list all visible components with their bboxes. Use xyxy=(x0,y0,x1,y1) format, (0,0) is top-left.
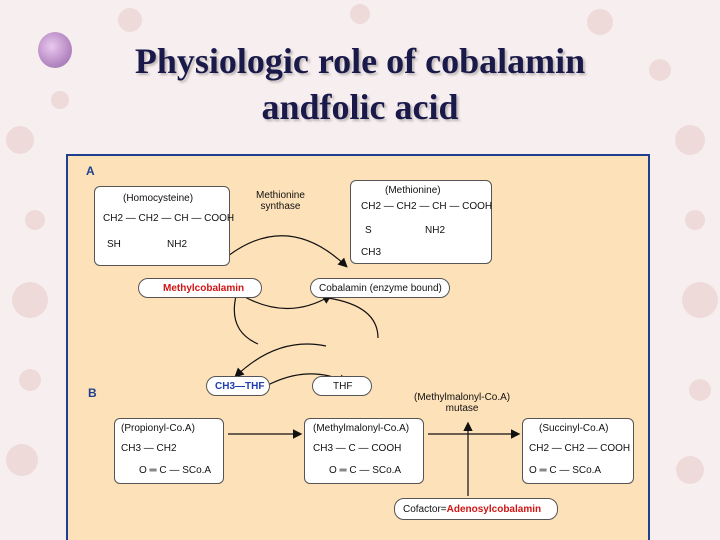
cofactor-label: Cofactor=Adenosylcobalamin xyxy=(403,504,541,515)
decorative-orb-icon xyxy=(38,32,72,68)
methylcobalamin-box: Methylcobalamin xyxy=(138,278,262,298)
methionine-row1: CH2 — CH2 — CH — COOH xyxy=(361,201,493,212)
homocysteine-row2-left: SH xyxy=(107,239,121,250)
diagram-figure: A B (Homocysteine) CH2 — CH2 — CH — COOH… xyxy=(66,154,650,540)
cofactor-box: Cofactor=Adenosylcobalamin xyxy=(394,498,558,520)
thf-label: THF xyxy=(333,381,353,392)
arrow-homocysteine-to-methionine xyxy=(227,235,348,268)
homocysteine-box: (Homocysteine) CH2 — CH2 — CH — COOH SH … xyxy=(94,186,234,266)
methionine-row3: CH3 xyxy=(361,247,382,258)
homocysteine-row2-right: NH2 xyxy=(167,239,188,250)
homocysteine-name: (Homocysteine) xyxy=(123,193,194,204)
methionine-row2-right: NH2 xyxy=(425,225,446,236)
mutase-label: (Methylmalonyl-Co.A) mutase xyxy=(414,392,511,414)
homocysteine-row1: CH2 — CH2 — CH — COOH xyxy=(103,213,235,224)
methionine-synthase-label: Methionine synthase xyxy=(256,190,305,212)
ch3-thf-box: CH3—THF xyxy=(206,376,270,396)
propionyl-row1: CH3 — CH2 xyxy=(121,443,177,454)
arrow-methylcobalamin-down xyxy=(233,295,259,345)
succinyl-name: (Succinyl-Co.A) xyxy=(539,423,609,434)
propionyl-row2: O ═ C — SCo.A xyxy=(139,465,212,476)
slide-title-line1: Physiologic role of cobalamin xyxy=(134,41,586,81)
methionine-box: (Methionine) CH2 — CH2 — CH — COOH S NH2… xyxy=(350,180,492,264)
section-a-label: A xyxy=(86,164,95,178)
succinyl-box: (Succinyl-Co.A) CH2 — CH2 — COOH O ═ C —… xyxy=(522,418,634,484)
succinyl-row2: O ═ C — SCo.A xyxy=(529,465,602,476)
diagram-arrows xyxy=(227,235,521,496)
section-b-label: B xyxy=(88,386,97,400)
ch3-thf-label: CH3—THF xyxy=(215,381,265,392)
methionine-name: (Methionine) xyxy=(385,185,441,196)
cobalamin-enzyme-label: Cobalamin (enzyme bound) xyxy=(319,283,442,294)
succinyl-row1: CH2 — CH2 — COOH xyxy=(529,443,631,454)
cobalamin-enzyme-box: Cobalamin (enzyme bound) xyxy=(310,278,450,298)
methylmalonyl-row1: CH3 — C — COOH xyxy=(313,443,402,454)
methylmalonyl-box: (Methylmalonyl-Co.A) CH3 — C — COOH O ═ … xyxy=(304,418,424,484)
cofactor-name: Adenosylcobalamin xyxy=(446,504,542,515)
methylcobalamin-label: Methylcobalamin xyxy=(163,283,245,294)
propionyl-box: (Propionyl-Co.A) CH3 — CH2 O ═ C — SCo.A xyxy=(114,418,224,484)
slide-title-line2: andfolic acid xyxy=(261,87,459,127)
thf-box: THF xyxy=(312,376,372,396)
arrow-cobalamin-down xyxy=(327,297,379,339)
cofactor-prefix: Cofactor= xyxy=(403,504,447,515)
methionine-row2-left: S xyxy=(365,225,372,236)
methylmalonyl-name: (Methylmalonyl-Co.A) xyxy=(313,423,410,434)
methylmalonyl-row2: O ═ C — SCo.A xyxy=(329,465,402,476)
arrow-to-ch3thf xyxy=(234,343,327,378)
arrow-methylcobalamin-to-cobalamin xyxy=(242,294,333,310)
propionyl-name: (Propionyl-Co.A) xyxy=(121,423,195,434)
